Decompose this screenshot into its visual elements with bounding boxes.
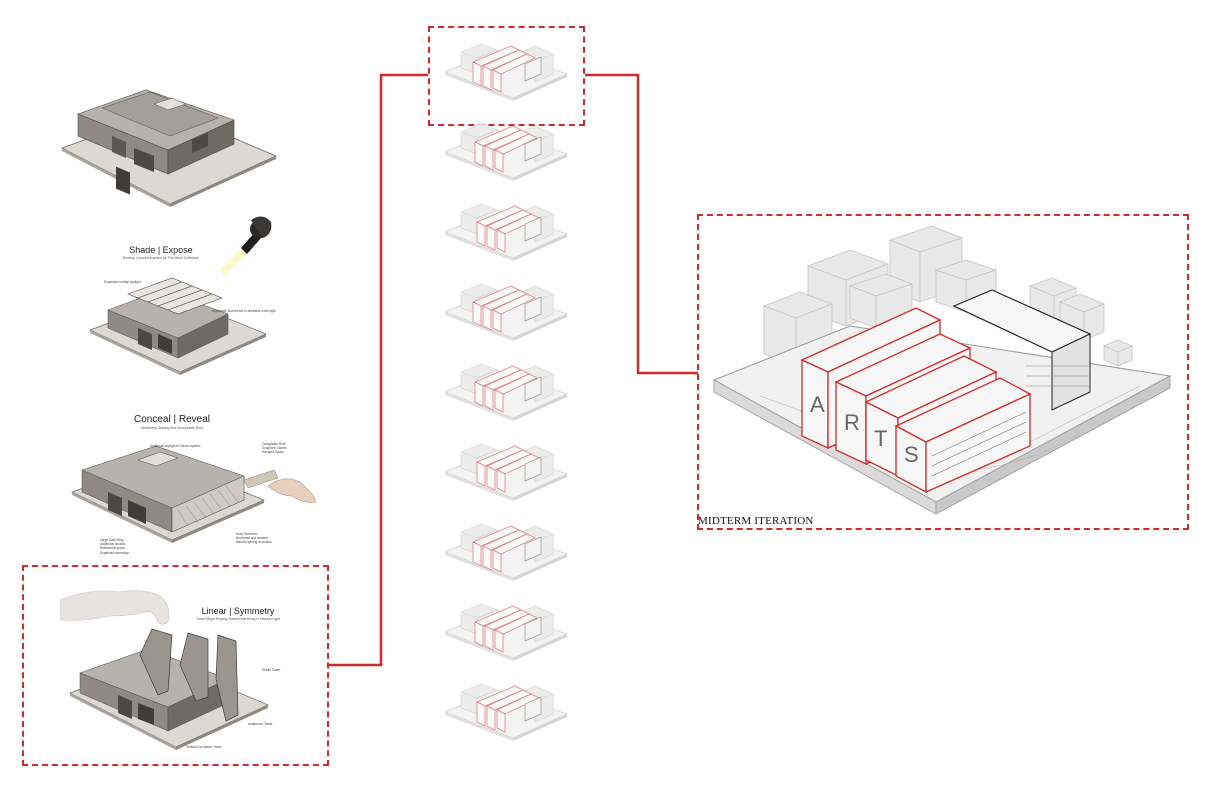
concept-4-note-1: Studio Tower (262, 668, 280, 672)
connector-right (585, 75, 698, 373)
iteration-thumbnail-5 (441, 350, 571, 422)
concept-2-subtitle: Rooftop Louvres Inspired by The Menil Co… (111, 256, 211, 260)
concept-3-note-2: Occupiable Roof Sculpture Garden Hangout… (262, 442, 287, 455)
concept-2-title: Shade | Expose (111, 245, 211, 255)
concept-3-subtitle: Northwest Glazing and Occupiable Roof (117, 426, 227, 430)
iteration-thumbnail-9 (441, 670, 571, 742)
concept-model-4 (68, 625, 278, 755)
iteration-thumbnail-2 (441, 110, 571, 182)
iteration-thumbnail-6 (441, 430, 571, 502)
concept-model-2 (88, 268, 268, 388)
concept-2-note-2: Adjustable louvres set to desirable nort… (212, 309, 275, 313)
concept-4-note-3: Vertical Circulation Tower (186, 745, 222, 749)
iteration-thumbnail-4 (441, 270, 571, 342)
midterm-letter-a: A (810, 392, 825, 417)
midterm-letter-s: S (904, 442, 919, 467)
midterm-label: MIDTERM ITERATION (698, 515, 814, 527)
iteration-thumbnail-8 (441, 590, 571, 662)
concept-3-note-4: More Windows Northeast and western Natur… (236, 532, 272, 545)
concept-3-note-3: Large East Wing Additional studios Multi… (100, 538, 129, 555)
iteration-thumbnail-3 (441, 190, 571, 262)
iteration-thumbnail-7 (441, 510, 571, 582)
concept-2-note-1: Expanded rooftop skylight (104, 280, 141, 284)
concept-3-note-1: Additional skylight for studio spaces (150, 444, 201, 448)
concept-4-title: Linear | Symmetry (196, 606, 280, 616)
midterm-model: A R T S (700, 216, 1185, 516)
concept-4-note-2: Auditorium Tower (248, 722, 273, 726)
midterm-letter-t: T (874, 426, 887, 451)
midterm-letter-r: R (844, 410, 860, 435)
connector-left (329, 75, 428, 665)
concept-model-1 (58, 78, 280, 208)
concept-3-title: Conceal | Reveal (117, 414, 227, 425)
concept-4-subtitle: Three Major Sloping Towers that Bring in… (180, 617, 296, 621)
iteration-thumbnail-1 (441, 30, 571, 102)
